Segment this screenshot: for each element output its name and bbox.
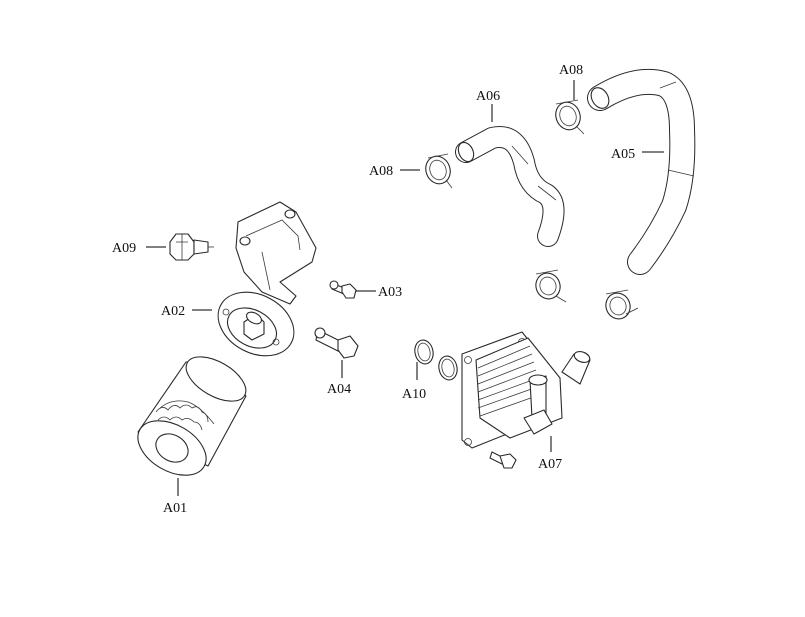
hose-clamp-2[interactable] xyxy=(552,99,585,135)
label-a05: A05 xyxy=(611,147,635,162)
label-a04: A04 xyxy=(327,382,351,397)
hose-clamp-4[interactable] xyxy=(602,289,639,323)
cooler-bolt[interactable] xyxy=(489,451,517,469)
label-a01: A01 xyxy=(163,501,187,516)
o-rings[interactable] xyxy=(413,338,460,381)
filter-adapter-bracket[interactable] xyxy=(207,201,317,368)
leader-lines xyxy=(146,80,664,496)
label-a09: A09 xyxy=(112,241,136,256)
hose-a06[interactable] xyxy=(455,126,565,247)
hose-clamp-1[interactable] xyxy=(422,153,454,189)
label-a02: A02 xyxy=(161,304,185,319)
label-a06: A06 xyxy=(476,89,500,104)
bolt-small[interactable] xyxy=(329,280,357,299)
label-a03: A03 xyxy=(378,285,402,300)
label-a08-right: A08 xyxy=(559,63,583,78)
oil-pressure-sensor[interactable] xyxy=(169,233,214,261)
label-a07: A07 xyxy=(538,457,562,472)
oil-filter[interactable] xyxy=(128,348,253,487)
hose-a05[interactable] xyxy=(587,68,696,275)
bolt-long[interactable] xyxy=(314,327,359,359)
label-a10: A10 xyxy=(402,387,426,402)
oil-cooler[interactable] xyxy=(461,331,591,449)
hose-clamp-3[interactable] xyxy=(532,269,567,303)
label-a08-left: A08 xyxy=(369,164,393,179)
